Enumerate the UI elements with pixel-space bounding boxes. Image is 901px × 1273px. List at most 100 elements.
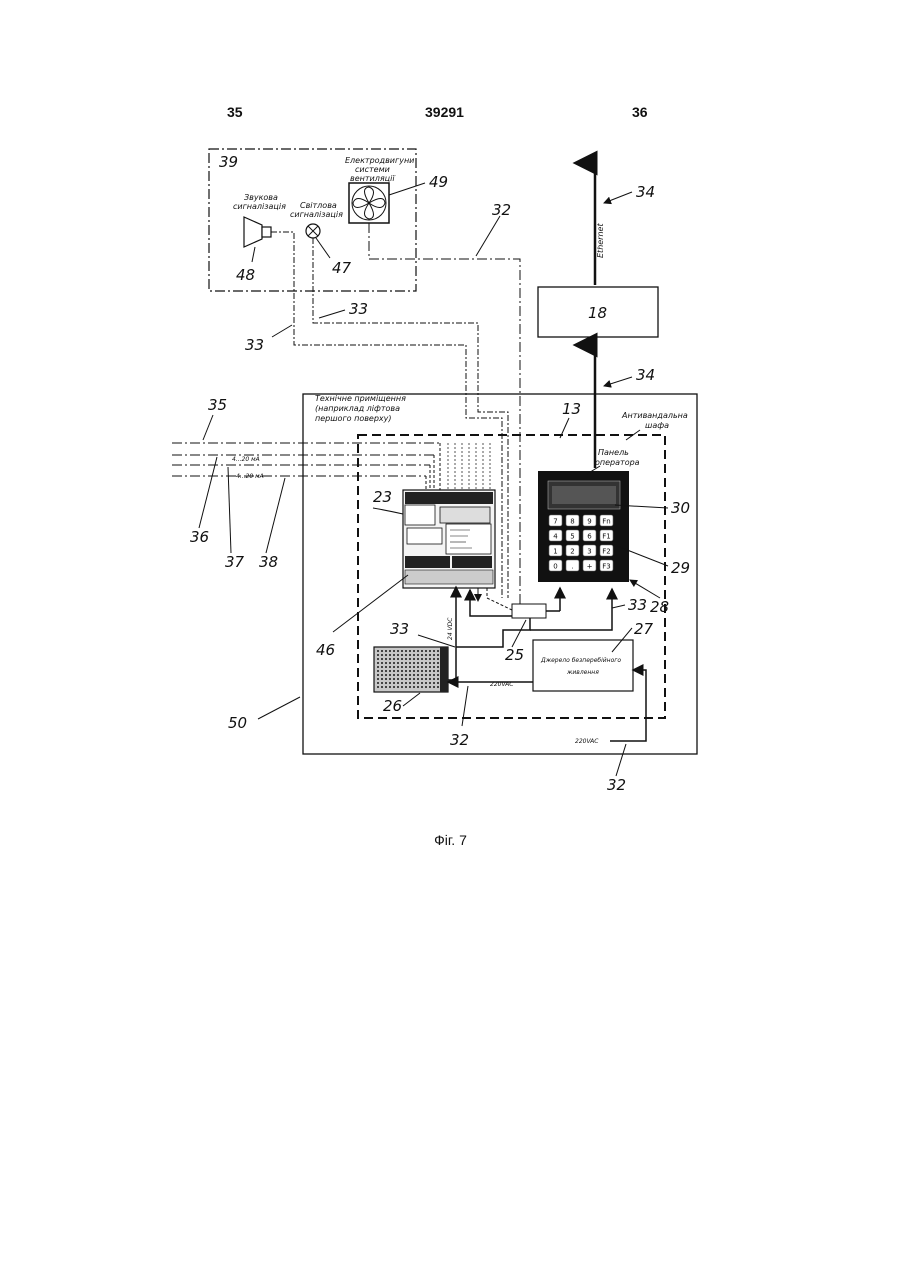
psu-vent <box>417 650 419 652</box>
psu-vent <box>401 674 403 676</box>
cabinet-label-1: Антивандальна <box>621 411 688 420</box>
psu-vent <box>413 682 415 684</box>
psu-vent <box>417 670 419 672</box>
psu-vent <box>397 682 399 684</box>
psu-vent <box>433 662 435 664</box>
psu-vent <box>385 650 387 652</box>
ref-33-top: 33 <box>349 300 368 318</box>
psu-vent <box>377 682 379 684</box>
psu-vent <box>413 678 415 680</box>
connector-25 <box>512 604 546 618</box>
ref-32-top: 32 <box>492 201 511 219</box>
psu-vent <box>437 654 439 656</box>
keypad-key-label: + <box>587 563 593 571</box>
psu-vent <box>413 662 415 664</box>
psu-vent <box>425 674 427 676</box>
psu-vent <box>381 686 383 688</box>
psu-vent <box>385 678 387 680</box>
psu-vent <box>393 650 395 652</box>
keypad-key-label: 4 <box>553 533 558 541</box>
psu-vent <box>405 654 407 656</box>
keypad-key-label: . <box>571 563 573 571</box>
psu-vent <box>401 662 403 664</box>
fan-label-1: Електродвигуни <box>345 156 414 165</box>
psu-vent <box>421 670 423 672</box>
v220-label-a: 220VAC <box>490 681 514 688</box>
psu-vent <box>429 686 431 688</box>
psu-vent <box>385 682 387 684</box>
psu-vent <box>405 658 407 660</box>
psu-vent <box>433 678 435 680</box>
ref-32-mid: 32 <box>450 731 469 749</box>
psu-vent <box>429 654 431 656</box>
ref-46: 46 <box>316 641 335 659</box>
keypad-key-label: F3 <box>602 563 610 571</box>
psu-vent <box>377 666 379 668</box>
psu-vent <box>381 654 383 656</box>
psu-vent <box>401 654 403 656</box>
psu-vent <box>389 678 391 680</box>
ethernet-label: Ethernet <box>596 223 605 258</box>
psu-vent <box>385 658 387 660</box>
psu-vent <box>437 666 439 668</box>
psu-vent <box>429 666 431 668</box>
keypad-key-label: 0 <box>553 563 557 571</box>
fan-label-2: системи <box>355 165 390 174</box>
psu-vent <box>417 686 419 688</box>
v220-label-b: 220VAC <box>575 738 599 745</box>
ref-27: 27 <box>634 620 654 638</box>
psu-vent <box>401 666 403 668</box>
psu-vent <box>389 670 391 672</box>
psu-vent <box>397 678 399 680</box>
psu-vent <box>381 662 383 664</box>
ref-25: 25 <box>505 646 524 664</box>
psu-vent <box>433 654 435 656</box>
psu-vent <box>437 686 439 688</box>
ref-26: 26 <box>383 697 402 715</box>
psu-vent <box>381 666 383 668</box>
ref-37: 37 <box>225 553 245 571</box>
light-alarm-label-1: Світлова <box>300 201 337 210</box>
psu-vent <box>401 670 403 672</box>
tech-room-label-1: Технічне приміщення <box>315 394 406 403</box>
psu-vent <box>385 686 387 688</box>
psu-vent <box>433 658 435 660</box>
figure-caption: Фіг. 7 <box>0 832 901 848</box>
psu-vent <box>421 686 423 688</box>
psu-vent <box>429 662 431 664</box>
sound-alarm-label-2: сигналізація <box>233 202 286 211</box>
psu-vent <box>405 670 407 672</box>
psu-vent <box>401 678 403 680</box>
signal-label-2: 4...20 мА <box>236 473 264 480</box>
psu-vent <box>409 650 411 652</box>
psu-vent <box>381 682 383 684</box>
psu-vent <box>429 682 431 684</box>
psu-vent <box>433 674 435 676</box>
psu-vent <box>377 650 379 652</box>
psu-vent <box>389 686 391 688</box>
ref-34-mid: 34 <box>636 366 655 384</box>
keypad-key-label: 7 <box>553 518 557 526</box>
psu-vent <box>417 662 419 664</box>
keypad-key-label: 8 <box>570 518 574 526</box>
psu-vent <box>413 650 415 652</box>
psu-vent <box>409 666 411 668</box>
psu-vent <box>397 670 399 672</box>
psu-vent <box>437 662 439 664</box>
psu-vent <box>401 682 403 684</box>
psu-vent <box>385 654 387 656</box>
ref-28: 28 <box>650 598 669 616</box>
psu-vent <box>393 682 395 684</box>
psu-vent <box>433 650 435 652</box>
psu-vent <box>421 674 423 676</box>
psu-vent <box>385 666 387 668</box>
psu-vent <box>405 674 407 676</box>
psu-vent <box>429 670 431 672</box>
psu-vent <box>421 666 423 668</box>
psu-vent <box>437 650 439 652</box>
fan-label-3: вентиляції <box>350 174 396 183</box>
ref-33-left: 33 <box>245 336 264 354</box>
psu-vent <box>413 654 415 656</box>
psu-vent <box>393 658 395 660</box>
psu-vent <box>437 658 439 660</box>
